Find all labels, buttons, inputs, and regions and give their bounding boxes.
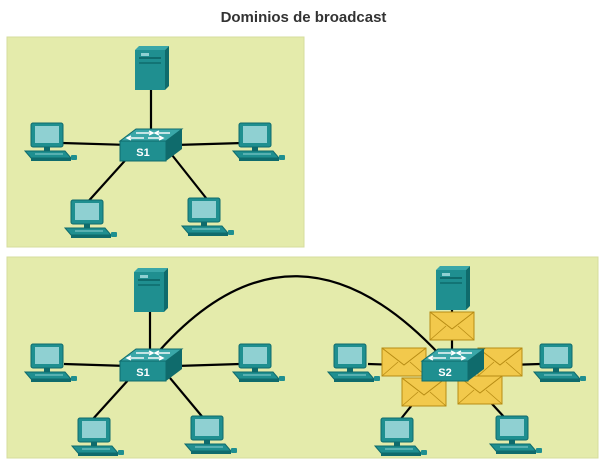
server-icon <box>134 45 170 91</box>
switch-s2: S2 <box>421 348 485 382</box>
switch-label: S2 <box>438 367 451 379</box>
server-icon <box>435 265 471 311</box>
envelope-icon <box>429 311 475 341</box>
diagram-title: Dominios de broadcast <box>220 9 387 26</box>
trunk-link <box>159 275 441 356</box>
switch-label: S1 <box>136 367 149 379</box>
envelope-icon <box>477 347 523 377</box>
switch-s1-bottom: S1 <box>119 348 183 382</box>
switch-label: S1 <box>136 147 149 159</box>
switch-s1-top: S1 <box>119 128 183 162</box>
panel-top-links <box>61 90 244 206</box>
server-icon <box>133 267 169 313</box>
envelope-icon <box>401 377 447 407</box>
envelope-icon <box>381 347 427 377</box>
